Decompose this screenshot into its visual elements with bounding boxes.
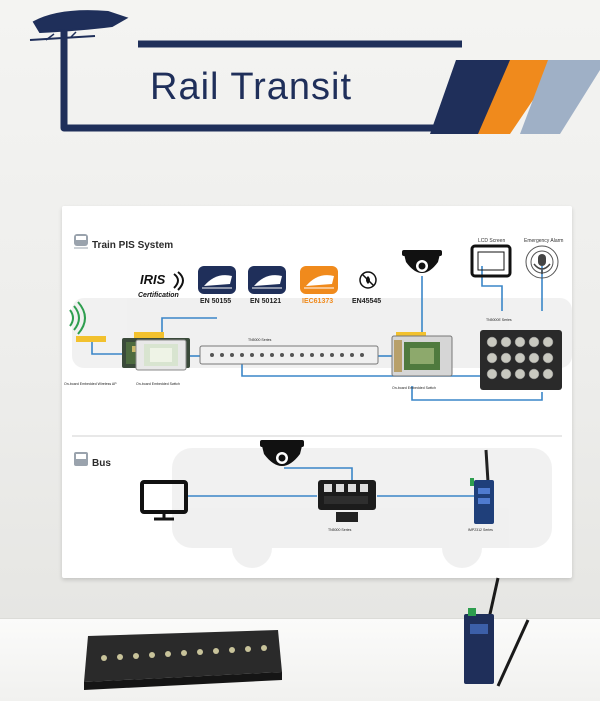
- bus-monitor-icon: [140, 480, 188, 521]
- patch-panel-device: [199, 345, 379, 365]
- cert-en50155-icon: [198, 266, 236, 294]
- cert-en50155-label: EN 50155: [200, 298, 232, 305]
- emergency-alarm-label: Emergency Alarm: [524, 238, 564, 244]
- bus-network-lines: [188, 467, 474, 497]
- iris-text: IRIS: [140, 272, 166, 287]
- rack-series-label: TN5000E Series: [486, 318, 512, 322]
- dome-camera-icon: [402, 250, 442, 273]
- bus-router-label: IMP2312 Series: [468, 528, 493, 532]
- tag-switch-right: [396, 332, 426, 338]
- display-table: [0, 618, 600, 701]
- bus-section-icon: [74, 452, 88, 466]
- tag-left: [76, 336, 106, 342]
- switch-right-label: On-board Embedded Switch: [392, 386, 436, 390]
- tag-switch-left: [134, 332, 164, 338]
- embedded-switch-right: [391, 335, 453, 377]
- iris-logo: [173, 271, 184, 291]
- cert-en45545-icon: [359, 271, 377, 289]
- cert-en45545-label: EN45545: [352, 298, 382, 305]
- lcd-screen-icon: [470, 244, 512, 278]
- banner-title: Rail Transit: [150, 66, 353, 108]
- embedded-switch-left: [135, 339, 187, 371]
- cert-en50121-icon: [248, 266, 286, 294]
- bus-section-title: Bus: [92, 458, 111, 469]
- bus-switch-device: [318, 480, 376, 522]
- banner-graphic: [29, 10, 600, 134]
- lcd-screen-label: LCD Screen: [478, 238, 506, 244]
- rail-transit-banner: Rail Transit: [0, 0, 600, 150]
- display-board: Train PIS System Bus IRIS Certification …: [62, 206, 572, 578]
- patch-series-label: TN5000 Series: [248, 338, 272, 342]
- rack-switch-device: [480, 330, 562, 390]
- train-section-icon: [74, 234, 88, 249]
- train-logo-icon: [29, 10, 129, 41]
- emergency-alarm-icon: [525, 245, 559, 279]
- bus-switch-series-label: TN5000 Series: [328, 528, 352, 532]
- train-section-title: Train PIS System: [92, 240, 174, 251]
- cert-iec61373-icon: [300, 266, 338, 294]
- wireless-ap-label: On-board Embedded Wireless AP: [64, 382, 117, 386]
- bus-router-device: [470, 449, 494, 524]
- bus-dome-camera-icon: [260, 440, 304, 466]
- cert-iec61373-label: IEC61373: [302, 298, 334, 305]
- wifi-icon: [69, 301, 86, 335]
- board-graphic: [69, 234, 572, 568]
- switch-left-label: On-board Embedded Switch: [136, 382, 180, 386]
- iris-sub: Certification: [138, 292, 179, 299]
- cert-en50121-label: EN 50121: [250, 298, 282, 305]
